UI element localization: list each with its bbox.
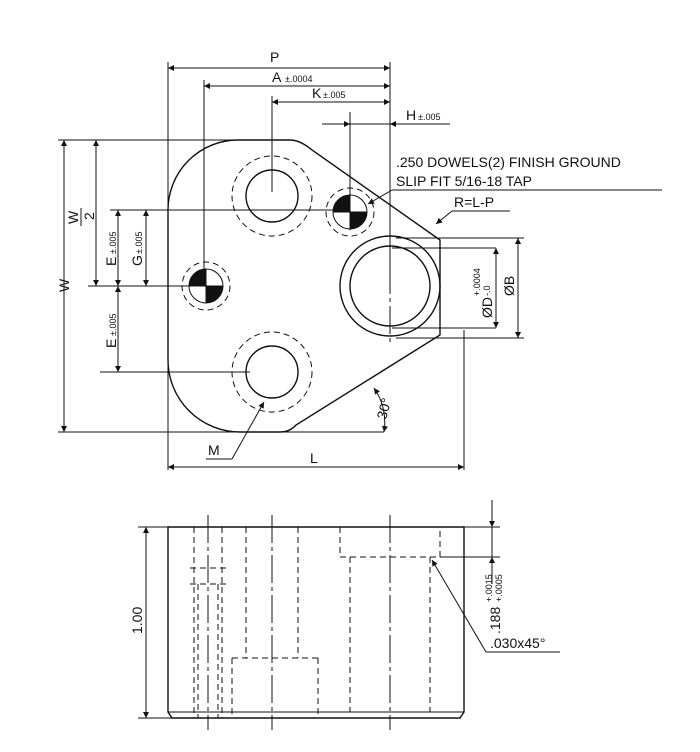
depth-tolerance-lower: +.0005 — [494, 574, 504, 602]
dowel-note-line-2: SLIP FIT 5/16-18 TAP — [396, 173, 532, 189]
height-dimension: 1.00 — [129, 607, 145, 634]
dim-a-label: A — [272, 69, 282, 85]
dim-e-lower-tolerance: ±.005 — [108, 314, 118, 336]
dim-e-lower-label: E — [103, 339, 119, 348]
dim-b-label: ØB — [501, 276, 517, 296]
dowel-symbol-left — [181, 261, 231, 311]
dowel-symbol-upper — [325, 187, 375, 237]
dim-a-tolerance: ±.0004 — [285, 74, 312, 84]
radius-note: R=L-P — [454, 194, 494, 210]
dim-l-label: L — [310, 450, 318, 466]
side-view: 1.00 .188 +.0015 +.0005 .030x45° — [129, 500, 560, 730]
depth-dimension: .188 — [487, 607, 503, 634]
dim-d-tolerance-upper: +.0004 — [472, 268, 482, 296]
dim-h-label: H — [406, 107, 416, 123]
dim-d-label: ØD — [479, 297, 495, 318]
dim-g-label: G — [129, 255, 145, 266]
top-view: P A ±.0004 K ±.005 H ±.005 .250 DOWELS(2… — [56, 49, 662, 470]
dim-w-label: W — [56, 278, 72, 292]
dim-d-tolerance-lower: -.0 — [482, 285, 492, 296]
dim-m-label: M — [208, 442, 220, 458]
chamfer-note: .030x45° — [490, 635, 545, 651]
dowel-note-line-1: .250 DOWELS(2) FINISH GROUND — [396, 154, 621, 170]
dim-k-tolerance: ±.005 — [323, 90, 345, 100]
dim-p-label: P — [270, 49, 279, 65]
dim-e-upper-tolerance: ±.005 — [108, 232, 118, 254]
dim-e-upper-label: E — [103, 257, 119, 266]
depth-tolerance-upper: +.0015 — [484, 574, 494, 602]
dim-k-label: K — [312, 85, 322, 101]
plate-outline — [167, 139, 441, 433]
dim-h-tolerance: ±.005 — [418, 112, 440, 122]
side-outline — [167, 526, 465, 719]
angle-label: 30° — [373, 396, 394, 421]
dim-half-w-denominator: 2 — [81, 212, 97, 220]
dim-half-w-numerator: W — [65, 210, 81, 224]
dim-g-tolerance: ±.005 — [134, 232, 144, 254]
